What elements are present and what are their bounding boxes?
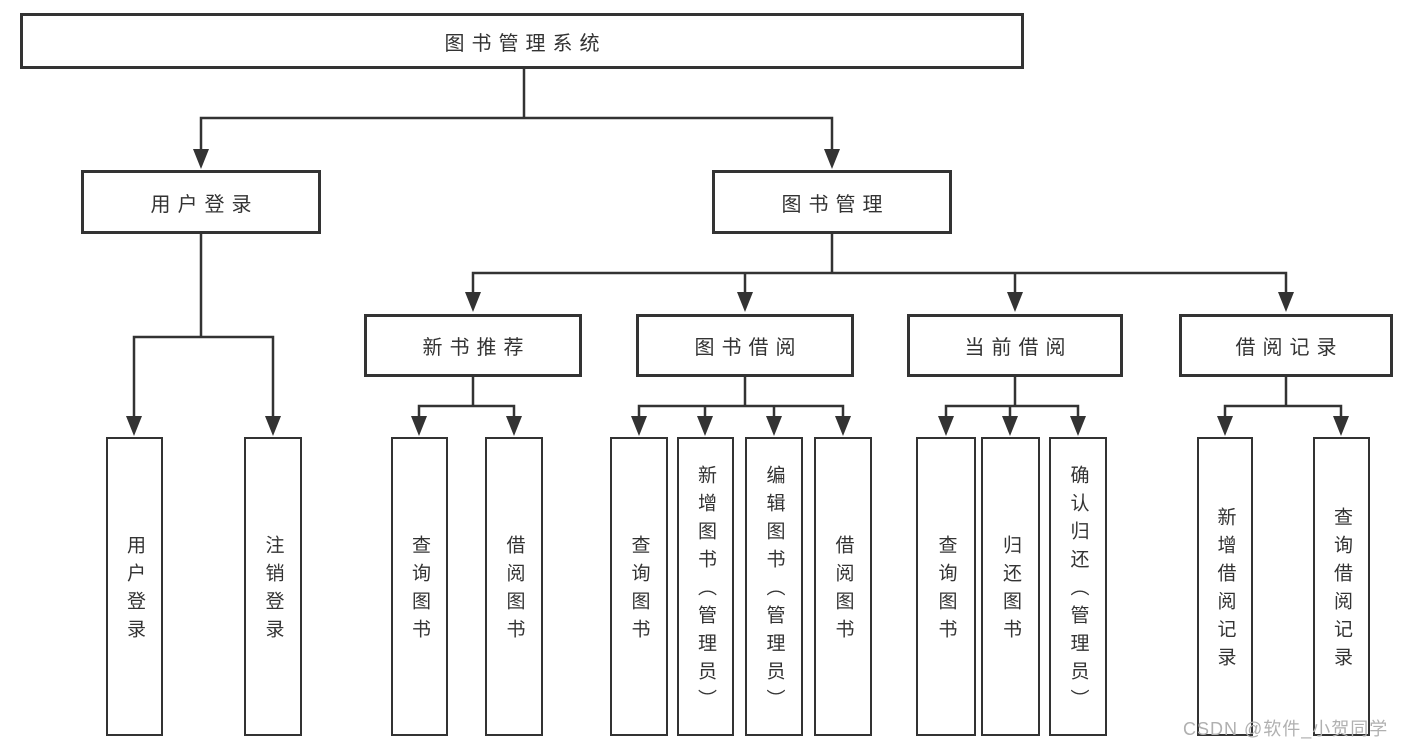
node-leaf-query-books: 查询图书	[610, 437, 668, 736]
node-leaf-query-borrow-record: 查询借阅记录	[1313, 437, 1370, 736]
node-book-management: 图书管理	[712, 170, 952, 234]
node-label: 注销登录	[262, 535, 284, 647]
node-leaf-user-login: 用户登录	[106, 437, 163, 736]
node-label: 查询借阅记录	[1331, 507, 1352, 675]
node-leaf-borrow-books: 借阅图书	[814, 437, 872, 736]
node-label: 图书管理系统	[444, 32, 607, 55]
node-leaf-logout: 注销登录	[244, 437, 302, 736]
node-label: 借阅图书	[832, 535, 854, 647]
node-book-borrowing: 图书借阅	[636, 314, 854, 377]
node-leaf-add-borrow-record: 新增借阅记录	[1197, 437, 1253, 736]
node-label: 查询图书	[935, 535, 957, 647]
node-label: 用户登录	[150, 193, 259, 216]
node-user-login-branch: 用户登录	[81, 170, 321, 234]
node-label: 用户登录	[124, 535, 145, 647]
node-label: 新增借阅记录	[1214, 507, 1236, 675]
node-new-book-recommend: 新书推荐	[364, 314, 582, 377]
node-leaf-confirm-return-admin: 确认归还（管理员）	[1049, 437, 1107, 736]
node-label: 查询图书	[409, 535, 430, 647]
node-leaf-add-books-admin: 新增图书（管理员）	[677, 437, 734, 736]
node-label: 图书借阅	[694, 337, 803, 359]
node-label: 新书推荐	[422, 337, 531, 359]
node-label: 新增图书（管理员）	[695, 465, 716, 717]
node-label: 图书管理	[781, 193, 890, 216]
node-label: 当前借阅	[964, 337, 1073, 359]
node-label: 编辑图书（管理员）	[763, 465, 785, 717]
node-label: 确认归还（管理员）	[1067, 465, 1089, 717]
node-label: 归还图书	[1000, 535, 1021, 647]
node-leaf-borrow-books-recommend: 借阅图书	[485, 437, 543, 736]
node-current-borrowing: 当前借阅	[907, 314, 1123, 377]
csdn-watermark: CSDN @软件_小贺同学	[1183, 719, 1389, 739]
node-label: 查询图书	[628, 535, 650, 647]
node-borrowing-records: 借阅记录	[1179, 314, 1393, 377]
node-leaf-query-books-recommend: 查询图书	[391, 437, 448, 736]
node-leaf-query-books-current: 查询图书	[916, 437, 976, 736]
node-label: 借阅记录	[1235, 337, 1344, 359]
node-label: 借阅图书	[503, 535, 525, 647]
node-leaf-return-books: 归还图书	[981, 437, 1040, 736]
node-leaf-edit-books-admin: 编辑图书（管理员）	[745, 437, 803, 736]
node-library-system: 图书管理系统	[20, 13, 1024, 69]
